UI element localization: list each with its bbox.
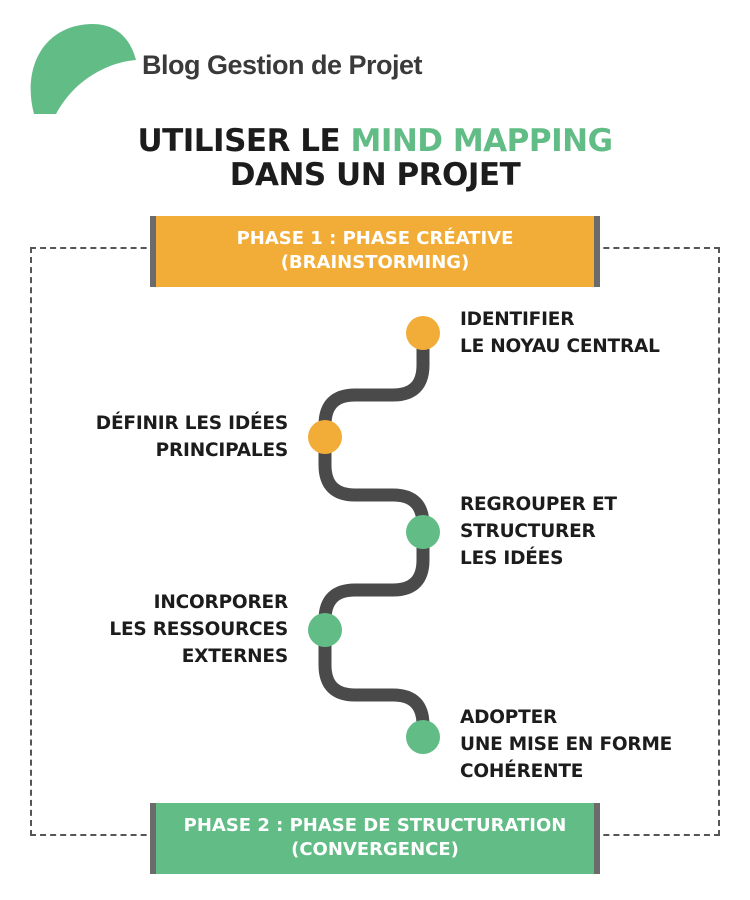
step-3-dot [406,515,440,549]
title-line-2: DANS UN PROJET [229,157,521,193]
step-4-line-2: LES RESSOURCES [109,619,288,640]
step-4-line-1: INCORPORER [153,592,289,613]
phase-1-title: PHASE 1 : PHASE CRÉATIVE [236,228,514,249]
step-1-dot [406,316,440,350]
leaf-logo-icon [30,23,136,117]
step-3-line-3: LES IDÉES [460,548,564,569]
step-3-label: REGROUPER ET STRUCTURER LES IDÉES [460,491,617,572]
step-2-line-2: PRINCIPALES [155,440,289,461]
phase-1-subtitle: (BRAINSTORMING) [280,252,470,273]
step-2-label: DÉFINIR LES IDÉES PRINCIPALES [96,410,288,464]
phase-2-box: PHASE 2 : PHASE DE STRUCTURATION (CONVER… [150,803,600,874]
step-4-dot [308,613,342,647]
page-title: UTILISER LE MIND MAPPING DANS UN PROJET [0,124,750,192]
title-highlight: MIND MAPPING [350,123,613,159]
title-line-1: UTILISER LE MIND MAPPING [0,124,750,158]
snake-connector [318,338,430,744]
step-5-label: ADOPTER UNE MISE EN FORME COHÉRENTE [460,704,672,785]
logo-text: Blog Gestion de Projet [142,50,423,80]
step-3-line-1: REGROUPER ET [460,494,617,515]
logo [28,22,138,117]
phase-2-title: PHASE 2 : PHASE DE STRUCTURATION [183,815,567,836]
step-2-line-1: DÉFINIR LES IDÉES [95,413,288,434]
step-5-dot [406,720,440,754]
step-1-line-2: LE NOYAU CENTRAL [460,336,660,357]
step-1-line-1: IDENTIFIER [460,309,575,330]
step-4-line-3: EXTERNES [181,646,288,667]
step-3-line-2: STRUCTURER [460,521,596,542]
step-1-label: IDENTIFIER LE NOYAU CENTRAL [460,306,660,360]
phase-1-box: PHASE 1 : PHASE CRÉATIVE (BRAINSTORMING) [150,216,600,287]
phase-2-subtitle: (CONVERGENCE) [291,839,459,860]
step-5-line-3: COHÉRENTE [460,761,584,782]
step-5-line-2: UNE MISE EN FORME [460,734,673,755]
step-2-dot [308,420,342,454]
step-5-line-1: ADOPTER [460,707,558,728]
title-part-1: UTILISER LE [137,123,351,159]
step-4-label: INCORPORER LES RESSOURCES EXTERNES [109,589,288,670]
